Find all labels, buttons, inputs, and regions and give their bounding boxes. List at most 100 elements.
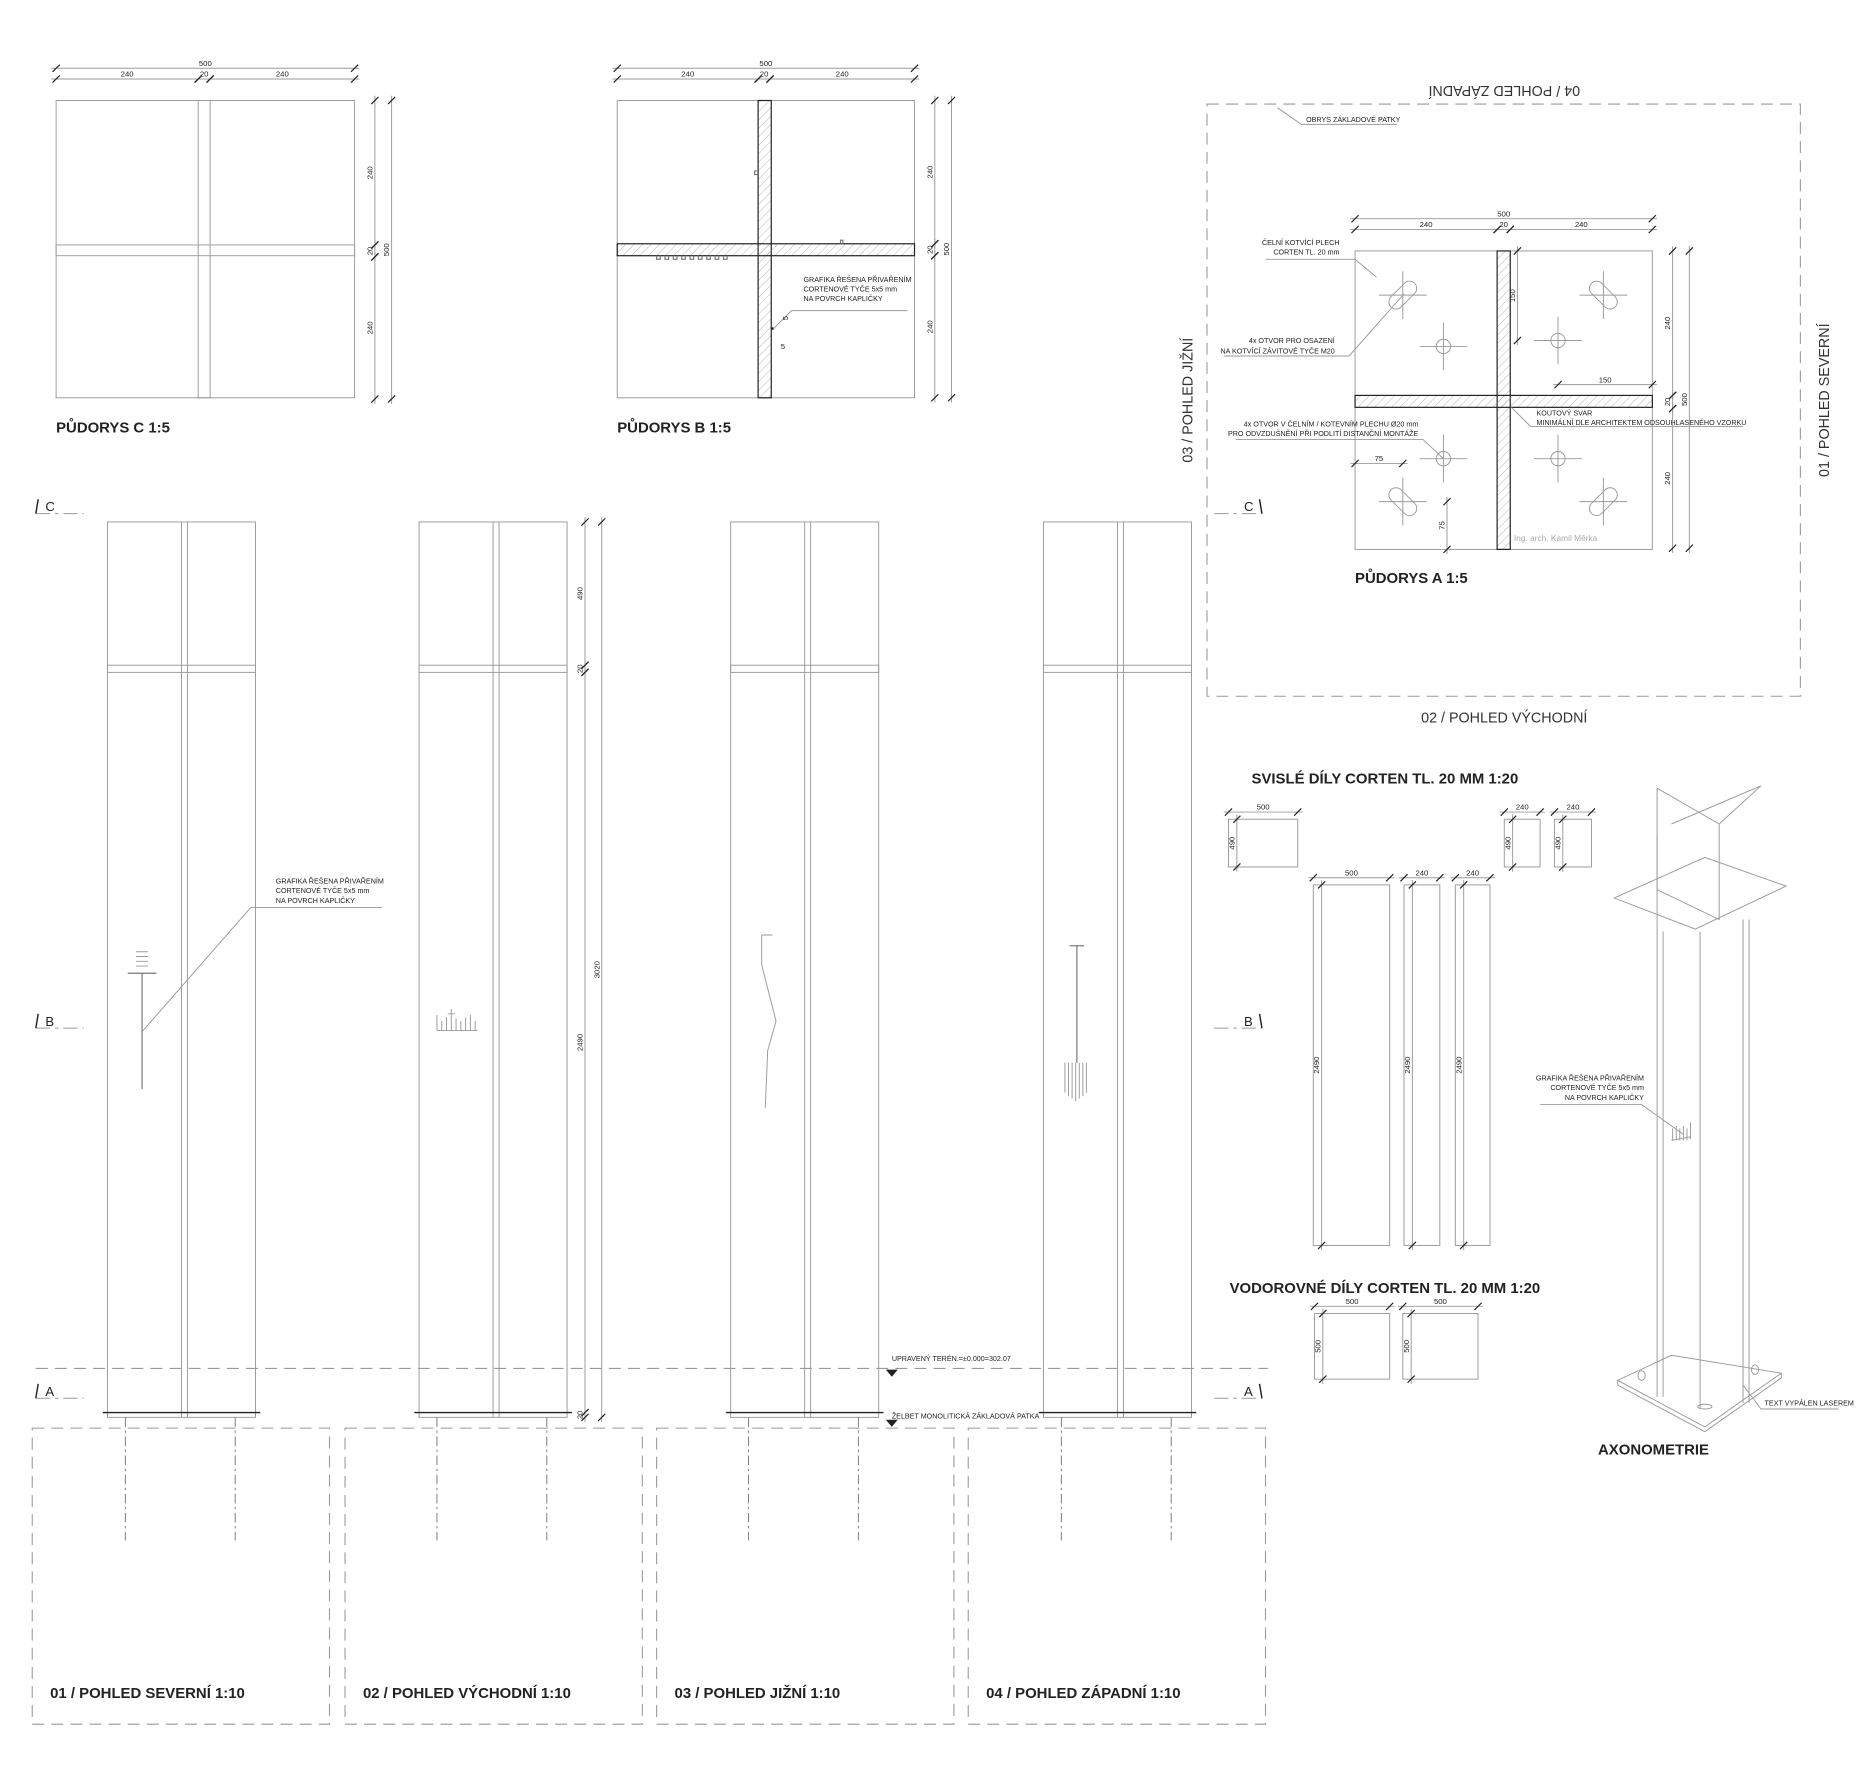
plate-note: ČELNÍ KOTVÍCÍ PLECH bbox=[1262, 238, 1340, 247]
dimension-tick bbox=[206, 75, 215, 84]
terrain-level-label: UPRAVENÝ TERÉN.=±0.000=302.07 bbox=[892, 1354, 1011, 1363]
dimension-tick bbox=[1508, 862, 1517, 871]
dimension-tick bbox=[910, 64, 919, 73]
dimension-value: 240 bbox=[836, 70, 849, 79]
detail-dim: 5 bbox=[781, 316, 790, 320]
dimension-value: 500 bbox=[1497, 209, 1510, 218]
dimension-value: 240 bbox=[1575, 220, 1588, 229]
graphic-note: NA POVRCH KAPLIČKY bbox=[276, 896, 355, 905]
laser-text-note: TEXT VYPÁLEN LASEREM bbox=[1765, 1398, 1854, 1407]
dimension-value: 240 bbox=[925, 320, 934, 333]
dimension-value: 20 bbox=[200, 70, 209, 79]
axonometry: GRAFIKA ŘEŠENA PŘIVAŘENÍM CORTENOVÉ TYČE… bbox=[1536, 785, 1854, 1458]
dimension-value: 240 bbox=[121, 70, 134, 79]
dimension-tick bbox=[580, 1408, 590, 1417]
foundation-block bbox=[31, 1427, 331, 1725]
section-marker-label: B bbox=[45, 1014, 54, 1029]
dimension-tick bbox=[580, 1413, 590, 1422]
dimension-tick bbox=[1232, 862, 1241, 871]
dimension-value: 490 bbox=[576, 587, 585, 600]
dimension-value: 2490 bbox=[1312, 1057, 1321, 1074]
view-label-south: 03 / POHLED JIŽNÍ bbox=[1180, 338, 1197, 463]
graphic-east bbox=[436, 1009, 478, 1032]
plan-b-note-line: GRAFIKA ŘEŠENA PŘIVAŘENÍM bbox=[803, 275, 911, 284]
dimension-tick bbox=[930, 251, 939, 260]
elevation-title: 01 / POHLED SEVERNÍ 1:10 bbox=[50, 1685, 245, 1702]
graphic-north: GRAFIKA ŘEŠENA PŘIVAŘENÍM CORTENOVÉ TYČE… bbox=[127, 877, 384, 1090]
foundation-block bbox=[344, 1427, 643, 1725]
plan-a: 04 / POHLED ZÁPADNÍ 02 / POHLED VÝCHODNÍ… bbox=[1180, 82, 1833, 726]
dimension-tick bbox=[1685, 246, 1694, 255]
graphic-note: GRAFIKA ŘEŠENA PŘIVAŘENÍM bbox=[276, 877, 384, 886]
dimension-value: 500 bbox=[1313, 1340, 1322, 1353]
dimension-tick bbox=[930, 239, 939, 248]
dimension-tick bbox=[930, 96, 939, 105]
dimension-tick bbox=[370, 96, 379, 105]
dimension-tick bbox=[910, 75, 919, 84]
dimension-value: 500 bbox=[382, 243, 391, 256]
dimension-value: 20 bbox=[1499, 220, 1508, 229]
dimension-value: 75 bbox=[1438, 521, 1447, 530]
plan-b: GRAFIKA ŘEŠENA PŘIVAŘENÍM CORTENOVÉ TYČE… bbox=[616, 99, 916, 436]
outline-label: OBRYS ZÁKLADOVÉ PATKY bbox=[1306, 115, 1400, 124]
plate-note: CORTEN TL. 20 mm bbox=[1273, 249, 1339, 257]
author-signature: Ing. arch. Kamil Měrka bbox=[1514, 533, 1598, 543]
axonometry-title: AXONOMETRIE bbox=[1598, 1441, 1709, 1458]
dimension-value: 500 bbox=[942, 243, 951, 256]
dimension-value: 500 bbox=[199, 59, 212, 68]
weld-note: KOUTOVÝ SVAR bbox=[1537, 409, 1593, 418]
dimension-tick bbox=[580, 668, 590, 677]
view-label-north: 01 / POHLED SEVERNÍ bbox=[1816, 323, 1833, 477]
axo-graphic-note: NA POVRCH KAPLIČKY bbox=[1565, 1093, 1644, 1102]
section-marker-label: A bbox=[45, 1384, 54, 1399]
dimension-tick bbox=[350, 75, 359, 84]
elevation-title: 02 / POHLED VÝCHODNÍ 1:10 bbox=[363, 1684, 571, 1702]
dimension-value: 20 bbox=[576, 1411, 585, 1420]
anchor-slot bbox=[1588, 487, 1618, 517]
dimension-tick bbox=[370, 240, 379, 249]
dimension-value: 240 bbox=[1420, 220, 1433, 229]
dimension-value: 500 bbox=[1434, 1297, 1447, 1306]
dimension-tick bbox=[1310, 1302, 1319, 1311]
detail-dim: 5 bbox=[781, 342, 785, 351]
dimension-value: 20 bbox=[576, 664, 585, 673]
dimension-value: 500 bbox=[1346, 1297, 1359, 1306]
section-marker-label: C bbox=[45, 499, 54, 514]
dimension-value: 150 bbox=[1599, 375, 1612, 384]
dimension-value: 240 bbox=[1663, 317, 1672, 330]
dimension-tick bbox=[766, 75, 775, 84]
elevations: UPRAVENÝ TERÉN.=±0.000=302.07 ŽELBET MON… bbox=[31, 521, 1268, 1725]
graphic-note: CORTENOVÉ TYČE 5x5 mm bbox=[276, 886, 370, 895]
dimension-value: 20 bbox=[1663, 398, 1672, 407]
dimension-tick bbox=[1668, 246, 1677, 255]
dimension-tick bbox=[1351, 214, 1360, 223]
dimension-tick bbox=[1685, 544, 1694, 553]
dimension-value: 150 bbox=[1508, 289, 1517, 302]
dimension-tick bbox=[1318, 1375, 1327, 1384]
dimension-value: 240 bbox=[925, 166, 934, 179]
dimension-tick bbox=[947, 393, 956, 402]
dimension-tick bbox=[1485, 873, 1494, 882]
dimension-value: 75 bbox=[1375, 454, 1384, 463]
dimension-value: 20 bbox=[925, 245, 934, 254]
dimension-tick bbox=[1474, 1302, 1483, 1311]
dimension-tick bbox=[1442, 545, 1451, 554]
dimension-value: 490 bbox=[1553, 837, 1562, 850]
horizontal-parts-title: VODOROVNÉ DÍLY CORTEN TL. 20 MM 1:20 bbox=[1230, 1280, 1541, 1297]
dimension-tick bbox=[1317, 880, 1326, 889]
dimension-tick bbox=[1318, 1309, 1327, 1318]
anchor-note: NA KOTVÍCÍ ZÁVITOVÉ TYČE M20 bbox=[1220, 347, 1334, 356]
plan-b-title: PŮDORYS B 1:5 bbox=[617, 417, 731, 436]
elevation-title: 03 / POHLED JIŽNÍ 1:10 bbox=[675, 1684, 841, 1702]
dimension-value: 500 bbox=[1402, 1340, 1411, 1353]
dimension-value: 240 bbox=[365, 166, 374, 179]
dimension-value: 240 bbox=[681, 70, 694, 79]
dimension-tick bbox=[370, 252, 379, 261]
graphic-west bbox=[1064, 945, 1087, 1101]
dimension-tick bbox=[1513, 246, 1522, 255]
dimension-tick bbox=[1224, 808, 1233, 817]
dimension-tick bbox=[1435, 873, 1444, 882]
anchor-note: 4x OTVOR PRO OSAZENÍ bbox=[1249, 336, 1335, 345]
foundation-block bbox=[656, 1427, 955, 1725]
